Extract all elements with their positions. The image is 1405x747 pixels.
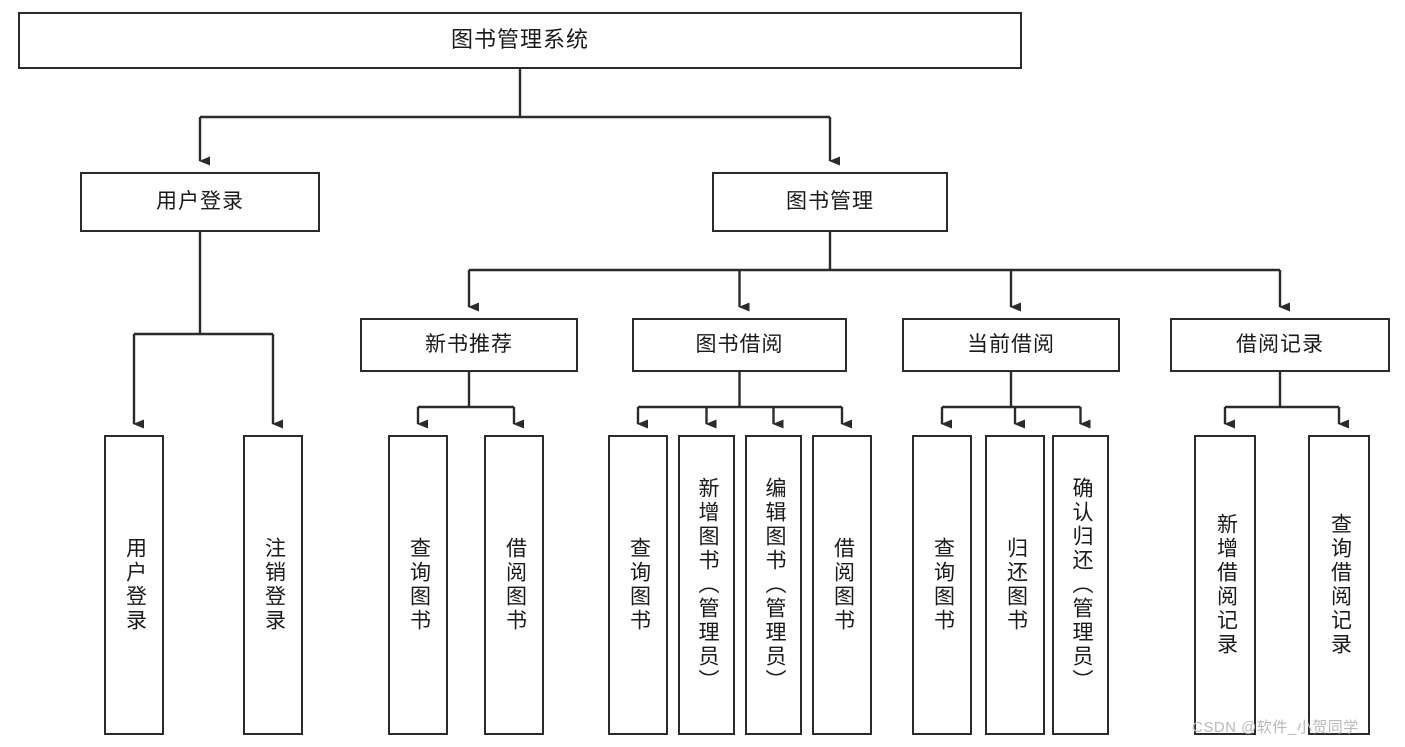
node-book-management[interactable]: 图书管理 <box>712 172 948 232</box>
leaf-return-book[interactable]: 归还图书 <box>985 435 1045 735</box>
csdn-watermark: CSDN @软件_小贺同学 <box>1192 719 1359 736</box>
leaf-query-book-borrow[interactable]: 查询图书 <box>608 435 668 735</box>
node-current-borrow[interactable]: 当前借阅 <box>902 318 1120 372</box>
node-borrow-record[interactable]: 借阅记录 <box>1170 318 1390 372</box>
node-user-login[interactable]: 用户登录 <box>80 172 320 232</box>
node-new-book-recommend[interactable]: 新书推荐 <box>360 318 578 372</box>
leaf-add-book-admin[interactable]: 新增图书（管理员） <box>678 435 735 735</box>
leaf-query-book-recommend[interactable]: 查询图书 <box>388 435 448 735</box>
leaf-borrow-book-recommend[interactable]: 借阅图书 <box>484 435 544 735</box>
leaf-edit-book-admin[interactable]: 编辑图书（管理员） <box>745 435 802 735</box>
leaf-confirm-return-admin[interactable]: 确认归还（管理员） <box>1052 435 1109 735</box>
leaf-query-book-current[interactable]: 查询图书 <box>912 435 972 735</box>
node-book-borrow[interactable]: 图书借阅 <box>632 318 847 372</box>
leaf-add-borrow-record[interactable]: 新增借阅记录 <box>1194 435 1256 735</box>
leaf-borrow-book[interactable]: 借阅图书 <box>812 435 872 735</box>
leaf-query-borrow-record[interactable]: 查询借阅记录 <box>1308 435 1370 735</box>
leaf-logout[interactable]: 注销登录 <box>243 435 303 735</box>
node-root-system[interactable]: 图书管理系统 <box>18 12 1022 69</box>
leaf-user-login[interactable]: 用户登录 <box>104 435 164 735</box>
